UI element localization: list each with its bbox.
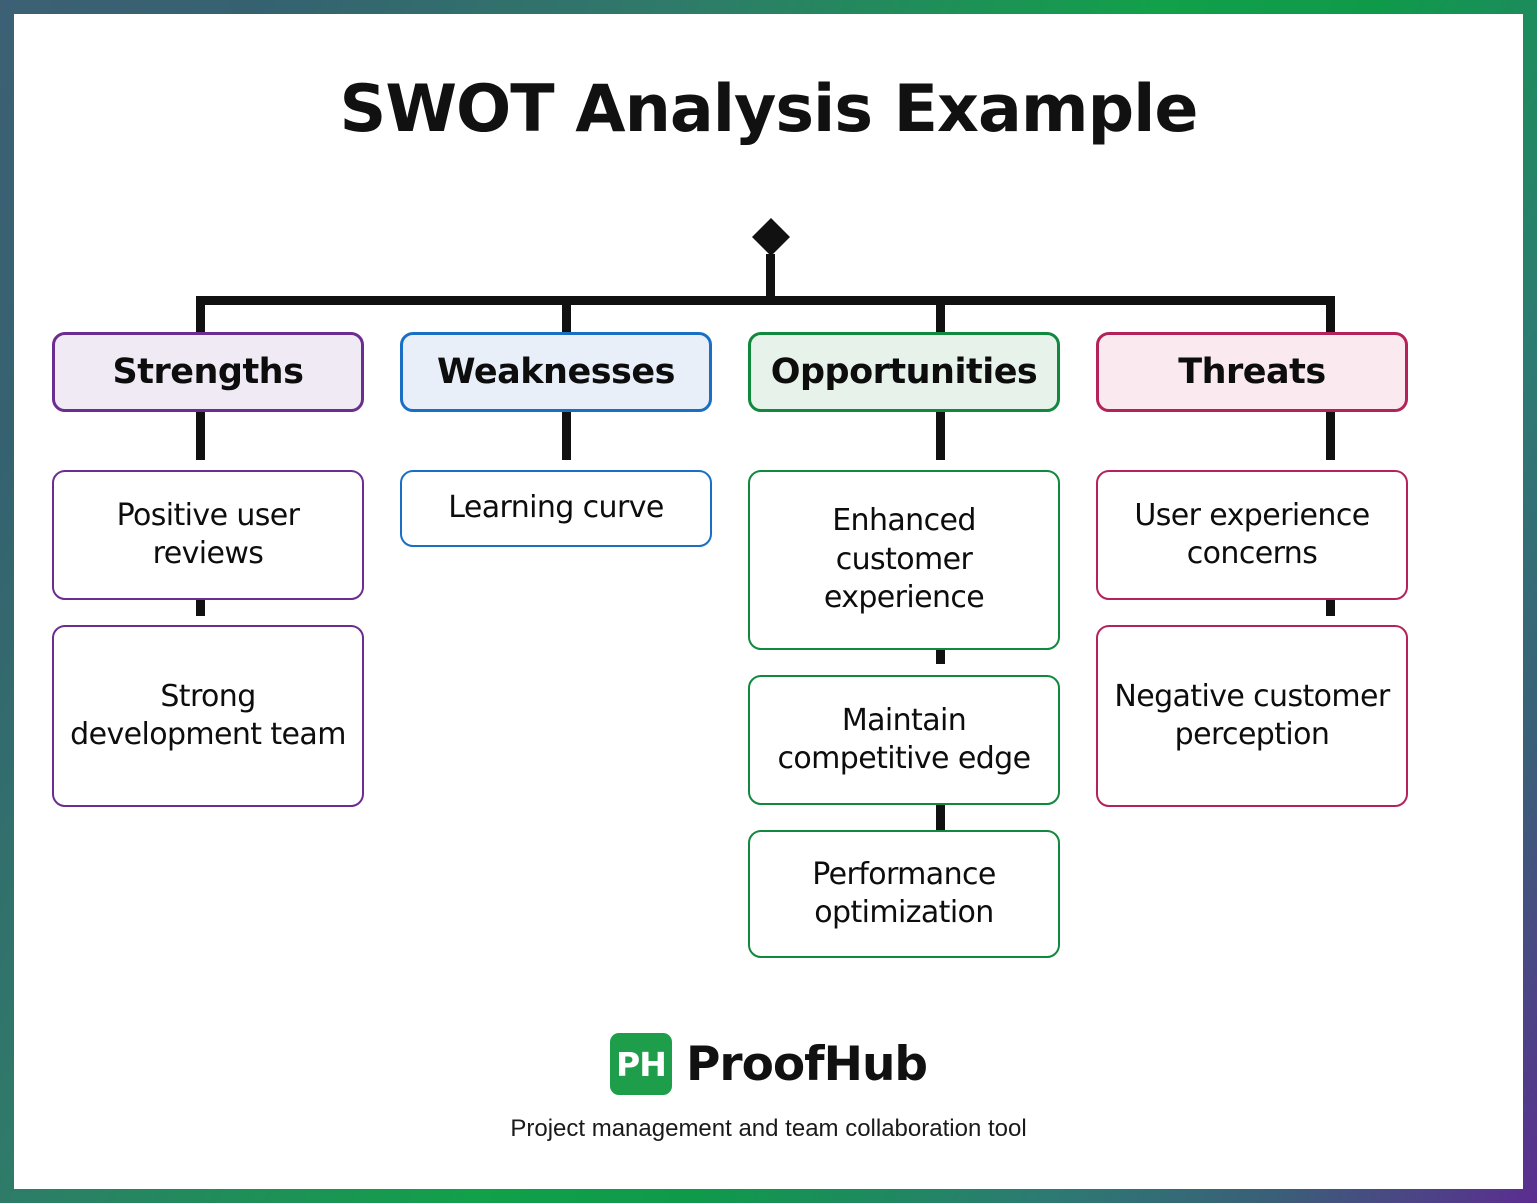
item-box[interactable]: Performance optimization	[748, 830, 1060, 958]
page-title: SWOT Analysis Example	[339, 72, 1199, 147]
swot-column-threats: Threats User experience concerns Negativ…	[1096, 332, 1408, 958]
item-box[interactable]: Maintain competitive edge	[748, 675, 1060, 805]
diagram-canvas: SWOT Analysis Example	[14, 14, 1523, 1189]
brand-tagline: Project management and team collaboratio…	[510, 1115, 1027, 1142]
proofhub-logo-icon: PH	[609, 1033, 672, 1095]
swot-column-strengths: Strengths Positive user reviews Strong d…	[52, 332, 364, 958]
header-weaknesses[interactable]: Weaknesses	[400, 332, 712, 412]
swot-column-opportunities: Opportunities Enhanced customer experien…	[748, 332, 1060, 958]
brand-name: ProofHub	[685, 1036, 928, 1092]
header-strengths[interactable]: Strengths	[52, 332, 364, 412]
diamond-node-icon	[752, 218, 790, 256]
header-opportunities[interactable]: Opportunities	[748, 332, 1060, 412]
item-box[interactable]: Negative customer perception	[1096, 625, 1408, 807]
item-box[interactable]: Positive user reviews	[52, 470, 364, 600]
item-box[interactable]: Enhanced customer experience	[748, 470, 1060, 650]
root-stem	[766, 254, 775, 302]
items-strengths: Positive user reviews Strong development…	[52, 470, 364, 807]
items-opportunities: Enhanced customer experience Maintain co…	[748, 470, 1060, 958]
items-threats: User experience concerns Negative custom…	[1096, 470, 1408, 807]
item-box[interactable]: User experience concerns	[1096, 470, 1408, 600]
footer: PH ProofHub Project management and team …	[14, 1033, 1523, 1143]
swot-column-weaknesses: Weaknesses Learning curve	[400, 332, 712, 958]
swot-columns: Strengths Positive user reviews Strong d…	[14, 332, 1523, 958]
brand-logo[interactable]: PH ProofHub	[14, 1033, 1523, 1095]
item-box[interactable]: Strong development team	[52, 625, 364, 807]
items-weaknesses: Learning curve	[400, 470, 712, 547]
header-threats[interactable]: Threats	[1096, 332, 1408, 412]
horizontal-bus	[196, 296, 1335, 305]
item-box[interactable]: Learning curve	[400, 470, 712, 547]
